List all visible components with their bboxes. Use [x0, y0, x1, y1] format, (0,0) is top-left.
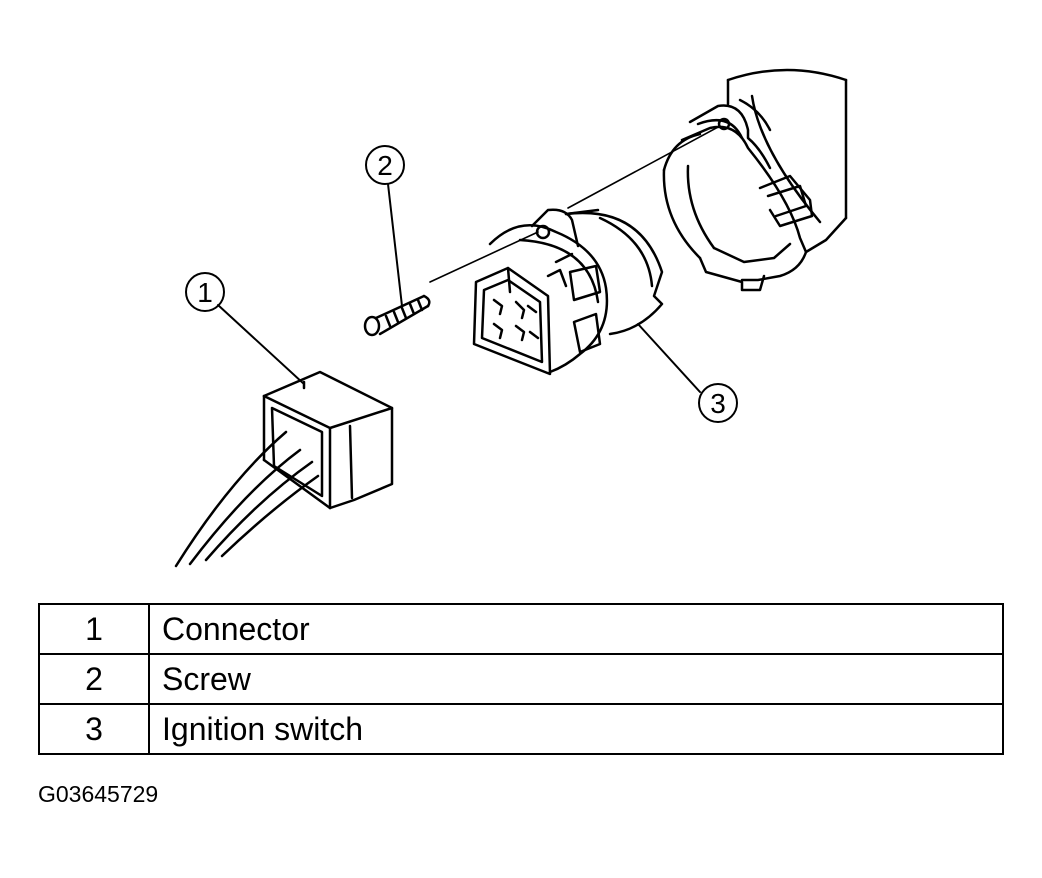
- table-row: 2 Screw: [38, 653, 1004, 705]
- steering-column-housing: [662, 68, 848, 292]
- exploded-parts-diagram: 1 2 3: [174, 68, 848, 568]
- screw-part: [363, 294, 431, 337]
- wire-harness-connector-part: [174, 370, 394, 568]
- callout-2-number: 2: [377, 150, 393, 181]
- legend-number: 1: [38, 603, 150, 655]
- table-row: 3 Ignition switch: [38, 703, 1004, 755]
- callout-3-number: 3: [710, 388, 726, 419]
- legend-label: Screw: [148, 653, 1004, 705]
- legend-label: Ignition switch: [148, 703, 1004, 755]
- ignition-switch-part: [472, 208, 664, 376]
- callout-1-number: 1: [197, 277, 213, 308]
- legend-label: Connector: [148, 603, 1004, 655]
- callout-3: 3: [637, 323, 738, 423]
- callout-1: 1: [185, 272, 305, 385]
- callout-2: 2: [365, 145, 405, 307]
- legend-number: 2: [38, 653, 150, 705]
- legend-number: 3: [38, 703, 150, 755]
- assembly-guide-lines: [429, 125, 721, 283]
- parts-legend-table: 1 Connector 2 Screw 3 Ignition switch: [38, 603, 1004, 755]
- table-row: 1 Connector: [38, 603, 1004, 655]
- figure-id: G03645729: [38, 781, 159, 807]
